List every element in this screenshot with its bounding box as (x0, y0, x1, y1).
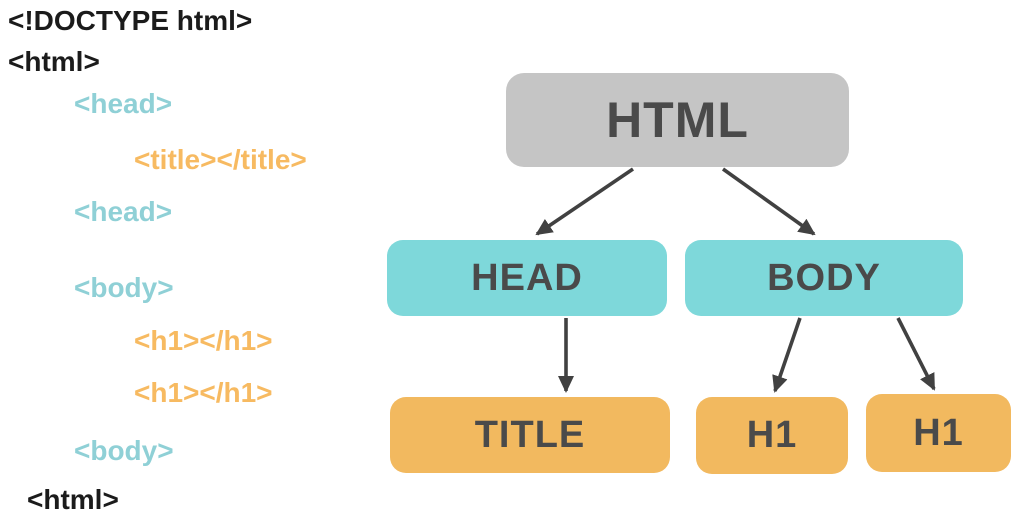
node-html: HTML (506, 73, 849, 167)
edge-body-h1-left (772, 317, 802, 393)
code-line-html-close: <html> (27, 484, 119, 515)
code-line-body-open: <body> (74, 272, 174, 303)
node-head: HEAD (387, 240, 667, 316)
code-line-h1-first: <h1></h1> (134, 325, 273, 356)
edge-body-h1-right (896, 317, 936, 391)
edge-html-body (721, 167, 816, 236)
code-line-body-close: <body> (74, 435, 174, 466)
code-line-doctype: <!DOCTYPE html> (8, 5, 253, 36)
code-line-head-close: <head> (74, 196, 173, 227)
node-title: TITLE (390, 397, 670, 473)
node-h1-left: H1 (696, 397, 848, 474)
node-body: BODY (685, 240, 963, 316)
code-line-html-open: <html> (8, 46, 100, 77)
code-line-h1-second: <h1></h1> (134, 377, 273, 408)
node-h1-right: H1 (866, 394, 1011, 472)
edge-html-head (535, 167, 635, 236)
code-line-title: <title></title> (134, 144, 307, 175)
code-line-head-open: <head> (74, 88, 173, 119)
